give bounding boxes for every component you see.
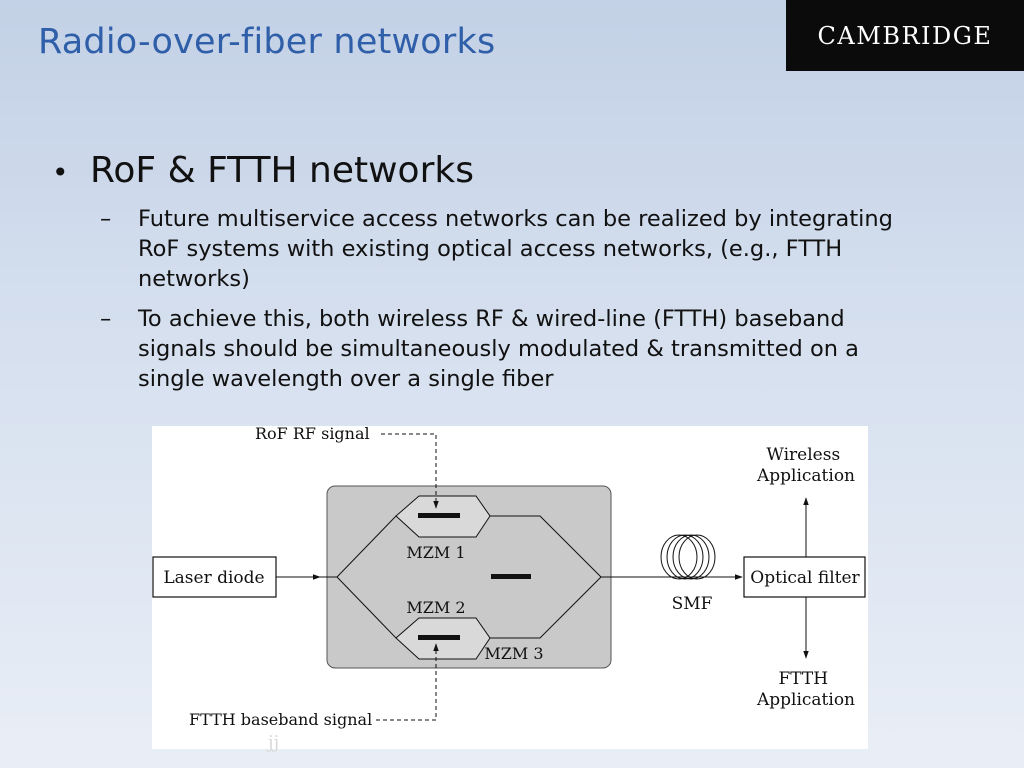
wireless-application-line: Wireless [766, 445, 840, 465]
sub-bullet-text: Future multiservice access networks can … [138, 206, 893, 292]
bullet-heading-row: • RoF & FTTH networks [52, 150, 474, 191]
sub-bullet-text: To achieve this, both wireless RF & wire… [138, 306, 859, 392]
dash-icon: – [100, 206, 112, 232]
mzm1-label: MZM 1 [406, 543, 465, 562]
sub-bullet-list: – Future multiservice access networks ca… [100, 204, 900, 404]
logo-text: CAMBRIDGE [817, 21, 993, 50]
wireless-application-label: Wireless Application [756, 445, 855, 486]
ftth-application-line: FTTH [778, 669, 828, 689]
smf-coil-icon [666, 534, 704, 580]
slide-title: Radio-over-fiber networks [38, 22, 496, 62]
smf-coil-icon [678, 534, 716, 580]
mzm3-electrode [491, 574, 531, 579]
dash-icon: – [100, 306, 112, 332]
smf-coil-icon [660, 534, 698, 580]
sub-bullet-item: – Future multiservice access networks ca… [100, 204, 900, 294]
footer-mark: jj [268, 732, 280, 753]
ftth-application-label: FTTH Application [756, 669, 855, 710]
bullet-heading: RoF & FTTH networks [90, 150, 474, 191]
ftth-baseband-signal-line [376, 643, 439, 721]
optical-filter-box [743, 556, 866, 598]
smf-label: SMF [672, 594, 713, 614]
mzm1-electrode [418, 513, 460, 518]
laser-diode-box [152, 556, 277, 598]
cambridge-logo: CAMBRIDGE [786, 0, 1024, 71]
mzm2-electrode [418, 635, 460, 640]
mzm2-label: MZM 2 [406, 598, 465, 617]
diagram-svg: Laser diode MZM 1 MZM 2 MZM 3 RoF RF sig… [152, 426, 866, 729]
laser-diode-label: Laser diode [163, 568, 264, 588]
bullet-icon: • [52, 156, 69, 189]
optical-filter-label: Optical filter [750, 568, 860, 588]
smf-coil-icon [672, 534, 710, 580]
rof-rf-signal-label: RoF RF signal [255, 426, 370, 443]
ftth-application-line: Application [756, 690, 855, 710]
sub-bullet-item: – To achieve this, both wireless RF & wi… [100, 304, 900, 394]
wireless-application-line: Application [756, 466, 855, 486]
rof-ftth-diagram: Laser diode MZM 1 MZM 2 MZM 3 RoF RF sig… [152, 426, 868, 749]
ftth-baseband-signal-label: FTTH baseband signal [189, 710, 372, 729]
mzm3-label: MZM 3 [484, 644, 543, 663]
